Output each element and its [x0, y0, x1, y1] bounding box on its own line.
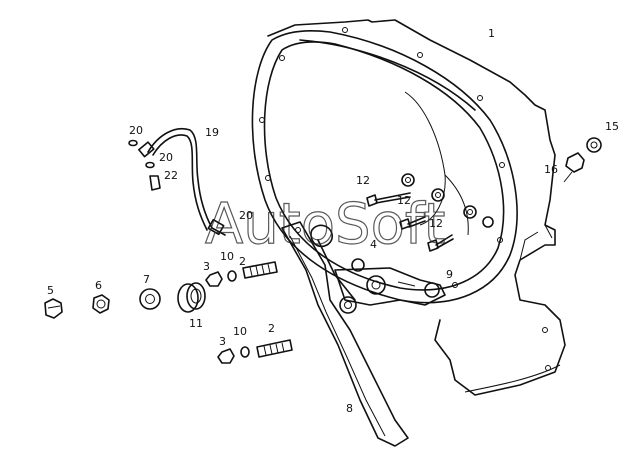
callout-19: 19	[205, 126, 219, 139]
upper-stud-set	[205, 261, 278, 287]
callout-20: 20	[159, 151, 173, 164]
sealing-ring	[128, 139, 138, 147]
bolts	[366, 192, 454, 252]
bushing	[177, 282, 206, 313]
callout-8: 8	[346, 402, 353, 415]
callout-12: 12	[429, 217, 443, 230]
callout-2: 2	[239, 255, 246, 268]
release-lever	[281, 221, 409, 447]
callout-3: 3	[203, 260, 210, 273]
callout-20: 20	[129, 124, 143, 137]
callout-2: 2	[268, 322, 275, 335]
sealing-ring	[145, 161, 155, 169]
callout-12: 12	[356, 174, 370, 187]
callout-1: 1	[488, 27, 495, 40]
nut-5	[44, 298, 63, 319]
callout-4: 4	[370, 238, 377, 251]
callout-16: 16	[544, 163, 558, 176]
callout-15: 15	[605, 120, 619, 133]
callout-22: 22	[164, 169, 178, 182]
lower-stud-set	[217, 339, 293, 364]
callout-12: 12	[397, 194, 411, 207]
flywheel-housing	[251, 19, 566, 396]
callout-3: 3	[219, 335, 226, 348]
callout-6: 6	[95, 279, 102, 292]
callout-9: 9	[446, 268, 453, 281]
callout-10: 10	[233, 325, 247, 338]
callout-7: 7	[143, 273, 150, 286]
fitting	[563, 137, 602, 183]
callout-5: 5	[47, 284, 54, 297]
hose-fitting	[149, 175, 161, 191]
callout-20: 20	[239, 209, 253, 222]
callout-11: 11	[189, 317, 203, 330]
shaft-assembly	[334, 258, 446, 314]
hose	[138, 128, 226, 236]
watermark-text: AutoSoft	[205, 192, 446, 257]
part-7	[139, 288, 161, 310]
part-6	[92, 294, 110, 314]
callout-10: 10	[220, 250, 234, 263]
